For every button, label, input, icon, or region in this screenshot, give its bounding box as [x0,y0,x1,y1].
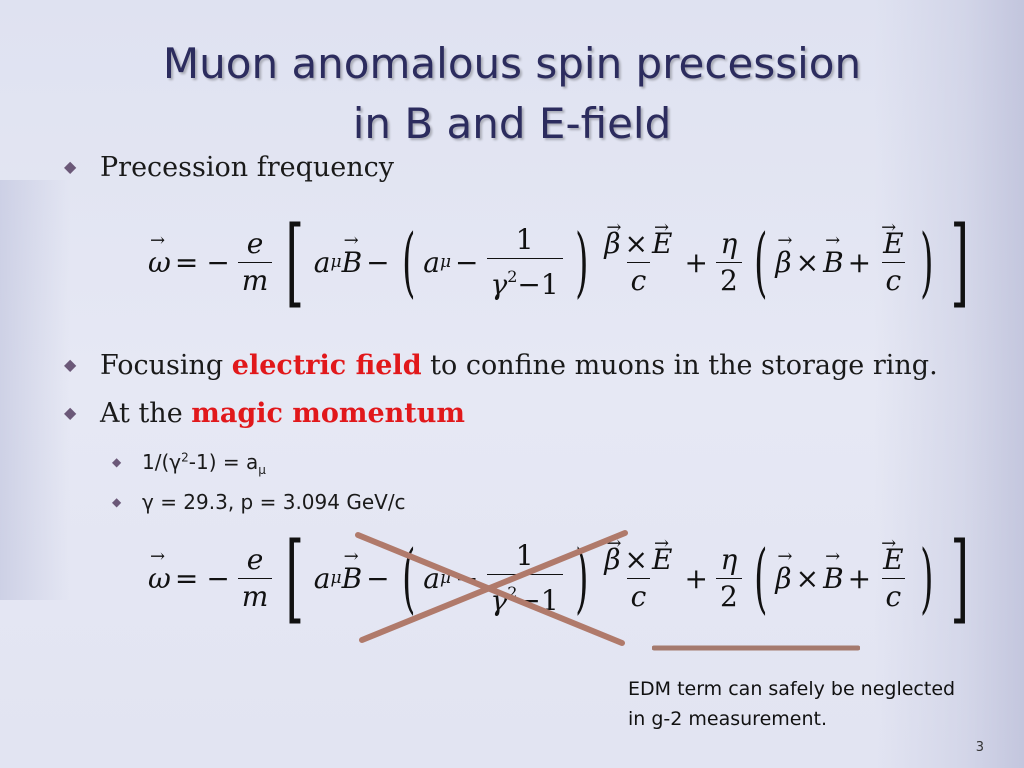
sub-bullet-gamma-relation: ◆1/(γ2-1) = aμ [112,450,266,477]
page-number: 3 [975,740,984,755]
fraction-beta-cross-e: β×E c [600,210,676,299]
note-line-2: in g-2 measurement. [628,708,827,730]
omega-symbol: ω [148,230,171,279]
bullet-magic-momentum: ◆At the magic momentum [64,398,465,429]
edm-note: EDM term can safely be neglected in g-2 … [628,674,955,734]
slide-title: Muon anomalous spin precession in B and … [0,34,1024,154]
highlight-electric-field: electric field [231,350,422,381]
diamond-bullet-icon: ◆ [64,157,77,176]
right-bracket: ] [950,206,970,318]
fraction-e-over-c: Ec [879,210,907,299]
left-paren: ( [401,217,416,306]
diamond-bullet-icon: ◆ [112,495,122,509]
background-decoration-right [874,0,1024,768]
fraction-gamma-term: 1 γ2−1 [486,222,563,303]
diamond-bullet-icon: ◆ [112,455,122,469]
right-paren: ) [574,217,589,306]
cross-stroke-2 [359,530,628,643]
title-line-1: Muon anomalous spin precession [162,39,862,88]
bullet-precession-frequency: ◆ Precession frequency [64,152,394,183]
note-line-1: EDM term can safely be neglected [628,678,956,700]
title-line-2: in B and E-field [352,99,672,148]
precession-equation-1: ω =− em [ aμ B − ( aμ − 1 γ2−1 ) β×E c +… [148,206,979,318]
bullet-text: Precession frequency [100,152,395,183]
diamond-bullet-icon: ◆ [64,403,77,422]
highlight-magic-momentum: magic momentum [191,398,465,429]
bullet-focusing-field: ◆Focusing electric field to confine muon… [64,350,938,381]
diamond-bullet-icon: ◆ [64,355,77,374]
edm-term-underline [652,645,860,651]
precession-equation-2: ω =− em [ aμ B − ( aμ − 1 γ2−1 ) β×E c +… [148,526,979,627]
background-decoration-left [0,180,70,600]
sub-bullet-gamma-value: ◆γ = 29.3, p = 3.094 GeV/c [112,490,406,514]
strike-through-cross [355,530,628,646]
left-bracket: [ [285,206,305,318]
